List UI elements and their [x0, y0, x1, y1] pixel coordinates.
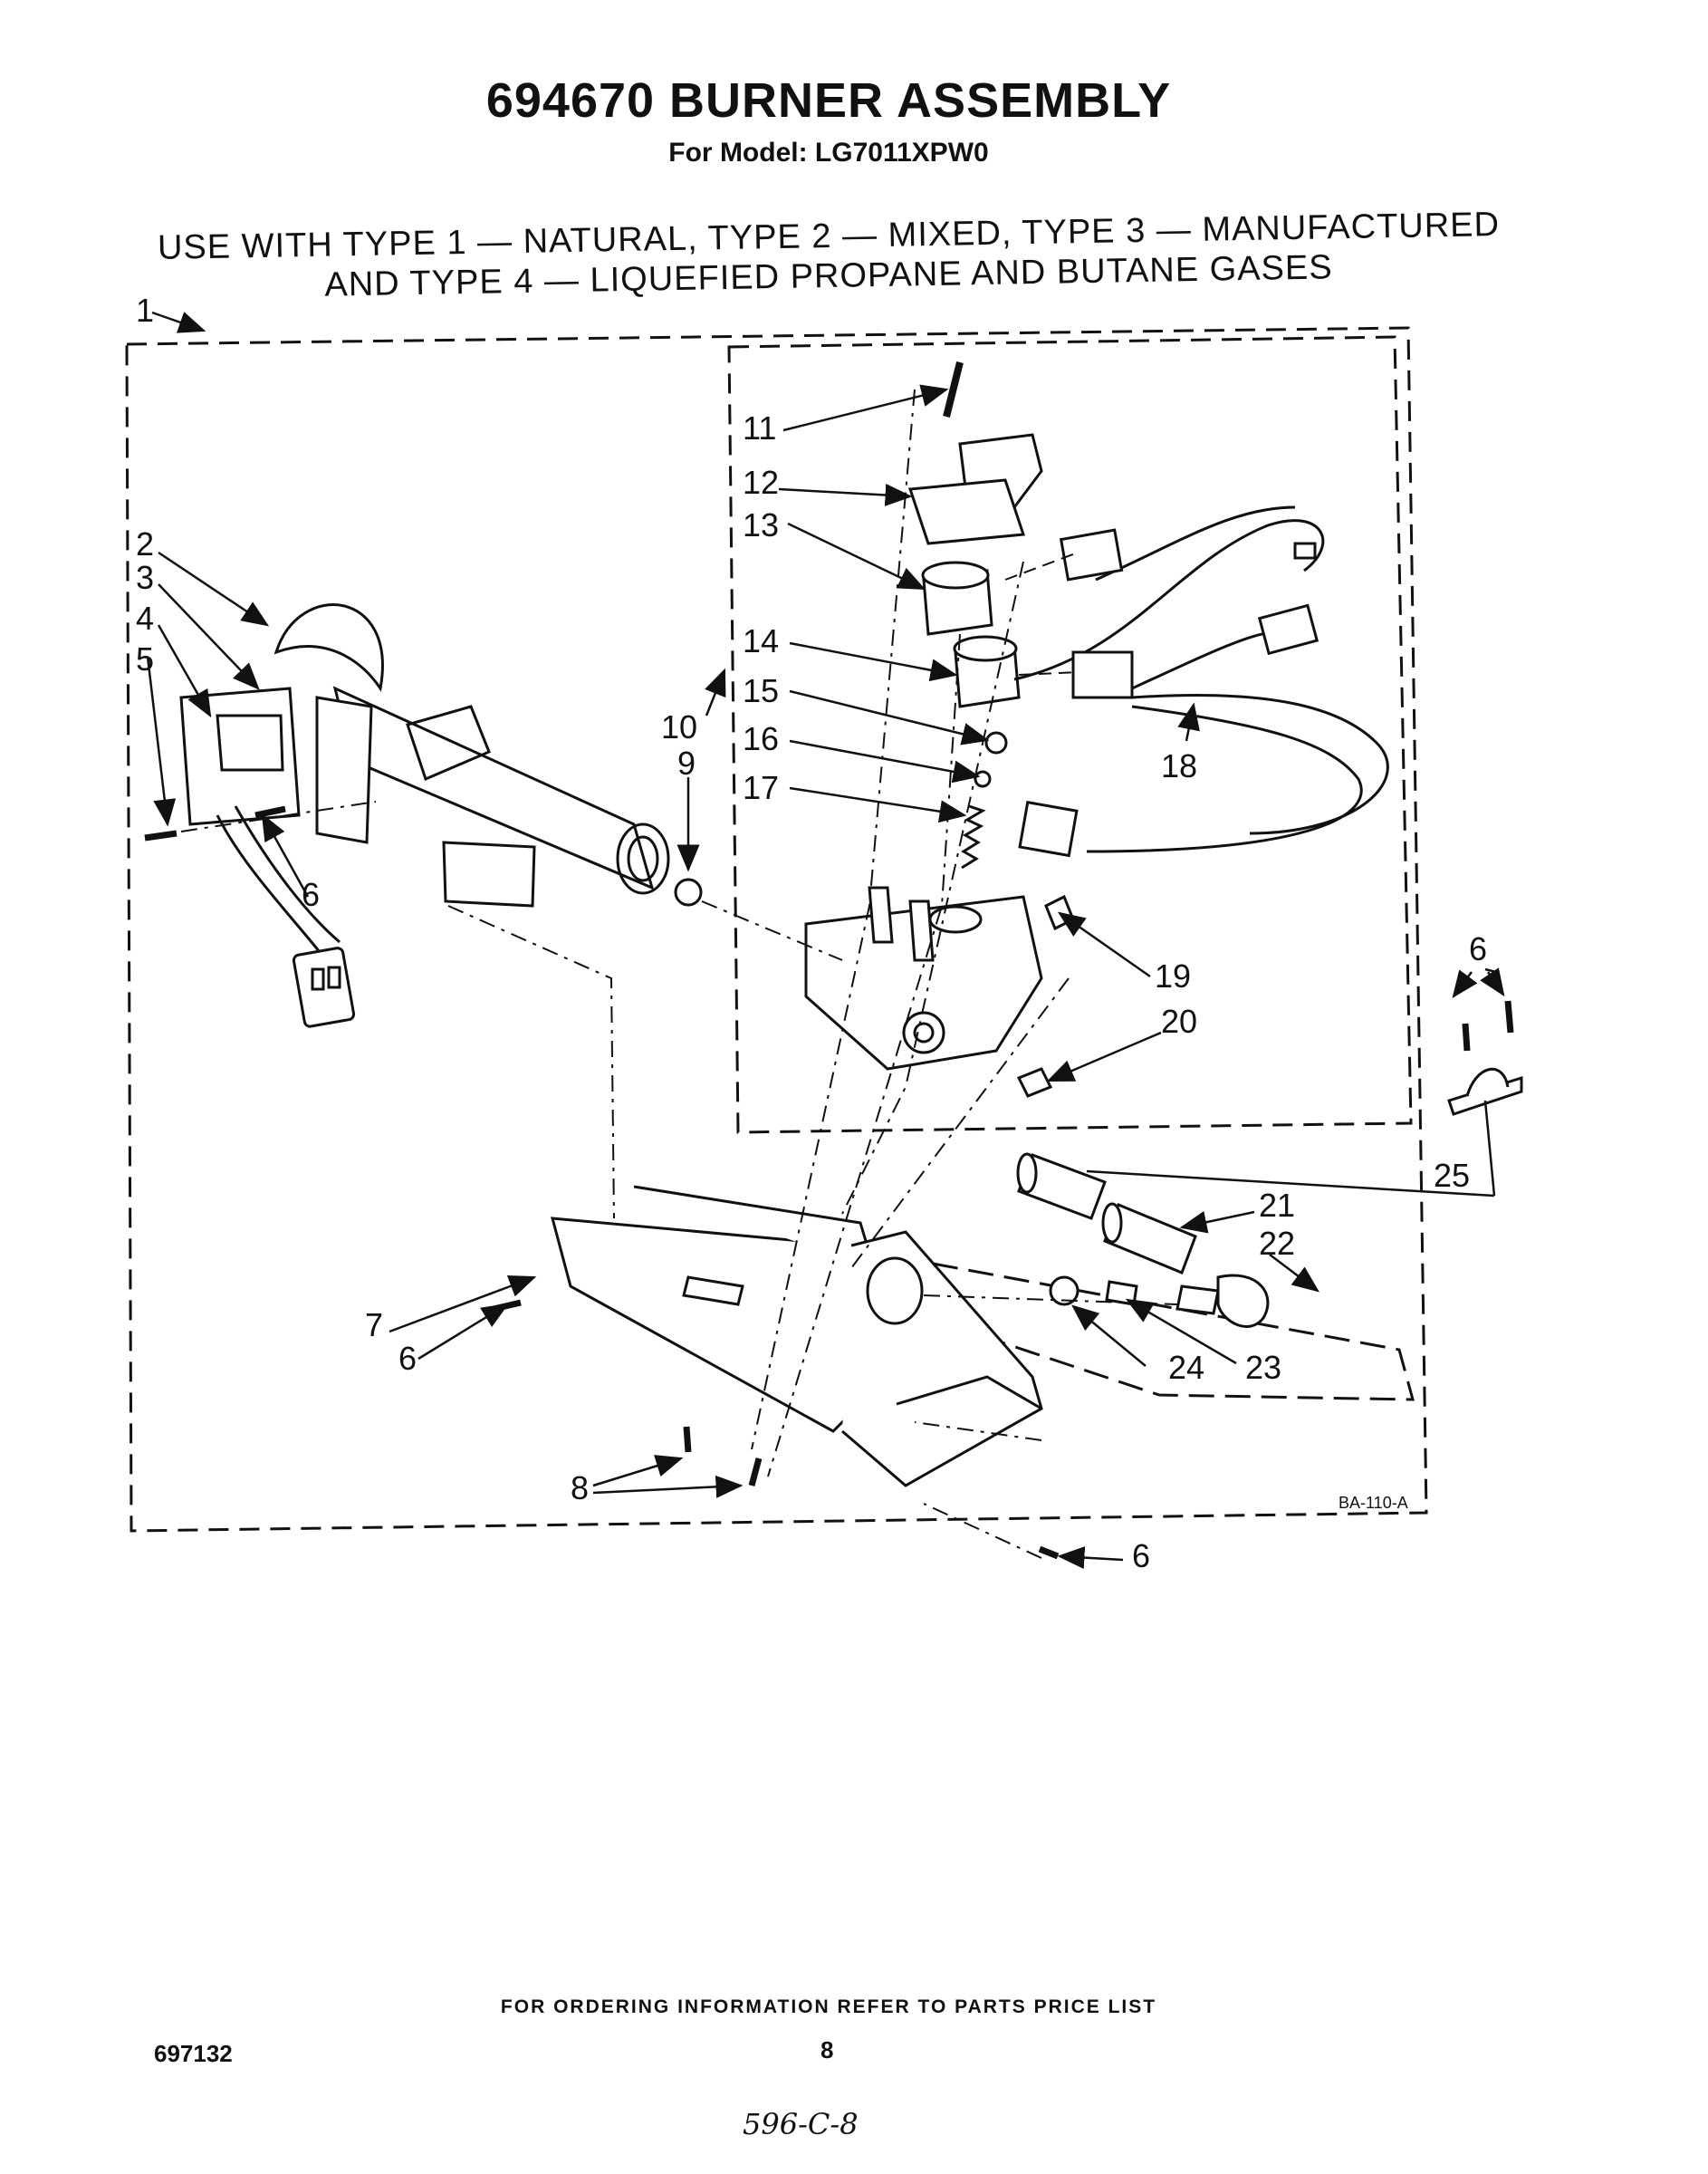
part-label-11: 11	[743, 409, 776, 447]
part-label-4: 4	[136, 600, 154, 637]
igniter-bracket	[179, 687, 373, 961]
part-label-19: 19	[1155, 957, 1191, 995]
valve-group-boundary	[727, 335, 1413, 1134]
harness-dash-links	[1004, 552, 1079, 676]
pipe-nipple-21	[1101, 1202, 1197, 1275]
screws	[144, 805, 1514, 1560]
part-label-6-right: 6	[1469, 930, 1487, 967]
part-label-24: 24	[1168, 1349, 1204, 1386]
burner-base-bracket	[550, 1185, 1043, 1487]
part-label-5: 5	[136, 640, 154, 678]
part-label-25: 25	[1434, 1157, 1470, 1194]
model-subtitle: For Model: LG7011XPW0	[668, 138, 989, 168]
leader-arrows	[146, 311, 1505, 1570]
part-label-22: 22	[1259, 1225, 1295, 1262]
part-label-1: 1	[136, 292, 154, 329]
harness-connectors	[1018, 528, 1319, 858]
part-15	[984, 731, 1008, 755]
part-label-15: 15	[743, 672, 779, 709]
outer-assembly-boundary	[125, 326, 1428, 1533]
pipe-nipple-upper	[1016, 1152, 1107, 1220]
part-label-9: 9	[677, 745, 696, 782]
page-number: 8	[820, 2036, 834, 2063]
orifice-group-boundary	[914, 1262, 1415, 1401]
coil-14	[953, 635, 1021, 708]
burner-tube	[273, 603, 670, 895]
part-label-6-left: 6	[302, 876, 320, 913]
part-label-21: 21	[1259, 1187, 1295, 1224]
part-label-18: 18	[1161, 747, 1197, 784]
label-25-bracket	[1086, 1100, 1496, 1198]
part-label-13: 13	[743, 506, 779, 544]
part-label-3: 3	[136, 559, 154, 596]
spring-17	[961, 804, 986, 870]
pipe-clamp-25	[1447, 1067, 1523, 1116]
coil-13	[921, 561, 993, 636]
part-label-23: 23	[1245, 1349, 1281, 1386]
fitting-9	[674, 878, 703, 907]
part-label-8: 8	[571, 1469, 589, 1506]
screw-11	[943, 361, 964, 418]
part-label-14: 14	[743, 622, 779, 659]
part-label-20: 20	[1161, 1003, 1197, 1040]
part-16	[974, 770, 992, 788]
part-label-17: 17	[743, 769, 779, 806]
part-label-12: 12	[743, 464, 779, 501]
part-label-7: 7	[365, 1306, 383, 1343]
ordering-note: FOR ORDERING INFORMATION REFER TO PARTS …	[500, 1996, 1157, 2017]
gas-valve-body	[804, 886, 1043, 1071]
plug-20	[1016, 1067, 1053, 1098]
part-label-10: 10	[661, 708, 697, 746]
part-label-6-bottom: 6	[1132, 1537, 1150, 1574]
part-number: 697132	[154, 2040, 233, 2067]
sensor-plate	[442, 841, 536, 908]
page-title: 694670 BURNER ASSEMBLY	[485, 73, 1172, 128]
coil-bracket	[907, 433, 1043, 545]
handwritten-note: 596-C-8	[743, 2107, 859, 2141]
diagram-reference-code: BA-110-A	[1339, 1494, 1408, 1512]
part-label-16: 16	[743, 720, 779, 757]
clip-19	[1044, 894, 1075, 931]
part-label-6-base: 6	[398, 1340, 417, 1377]
part-label-2: 2	[136, 525, 154, 563]
igniter-connector	[292, 947, 356, 1028]
